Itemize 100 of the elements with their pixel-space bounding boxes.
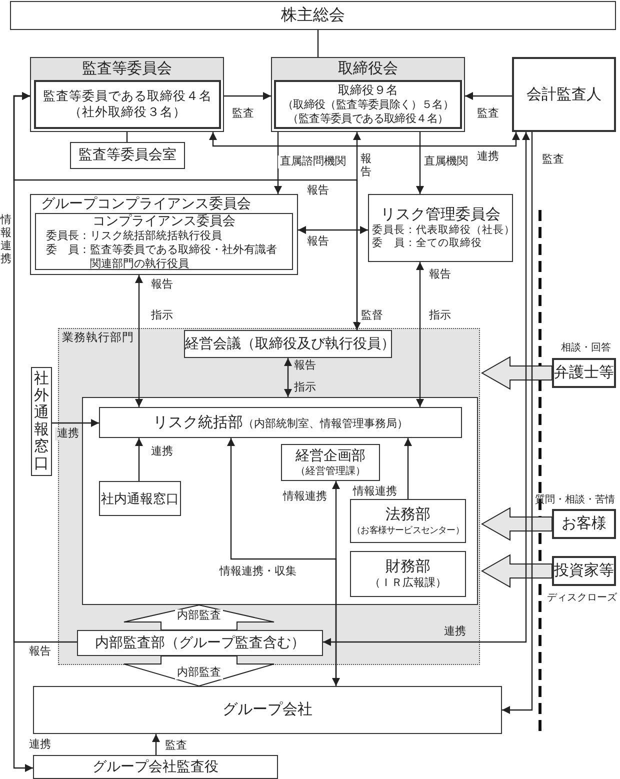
org-box <box>31 367 52 476</box>
edge-label: 監査 <box>475 108 501 120</box>
box-title: 社内通報窓口 <box>100 490 180 506</box>
edge-label: 連携 <box>442 626 468 638</box>
edge-label: 監督 <box>359 310 385 322</box>
department-box <box>82 397 478 605</box>
arrow <box>135 275 143 407</box>
edge-label: 内部監査 <box>175 610 223 622</box>
org-box <box>34 80 221 129</box>
arrow <box>284 358 292 397</box>
arrow <box>416 132 424 194</box>
arrow <box>465 92 512 100</box>
org-box <box>184 330 392 358</box>
box-text: 関連部門の執行役員 <box>89 256 190 270</box>
org-box <box>368 194 513 262</box>
panel-heading: 監査等委員会 <box>31 58 223 80</box>
edge-label: 直属諮問機関 <box>278 156 348 168</box>
box-title: リスク管理委員会 <box>380 206 502 224</box>
org-box <box>33 755 278 779</box>
box-text: 委 員：監査等委員である取締役・社外有識者 <box>45 242 278 256</box>
arrow <box>298 226 368 234</box>
edge-label: 報告 <box>305 184 331 198</box>
block-arrow <box>481 554 552 588</box>
box-title: 株主総会 <box>280 6 346 25</box>
box-text: （経営管理課） <box>294 464 366 478</box>
org-box <box>35 213 293 270</box>
edge-label: 報告 <box>27 646 53 658</box>
edge-label: 連携 <box>55 428 81 440</box>
arrow <box>13 92 33 772</box>
edge-label: 情報連携 <box>351 486 399 498</box>
org-box <box>512 57 616 132</box>
committee-panel <box>30 57 224 132</box>
side-caption: 質問・相談・苦情 <box>534 494 616 506</box>
arrow <box>323 132 530 646</box>
arrow <box>274 132 282 194</box>
arrow <box>416 262 424 407</box>
org-box <box>552 556 616 586</box>
box-title: グループ会社 <box>222 701 314 719</box>
box-text: （お客様サービスセンター） <box>351 524 465 536</box>
org-box <box>10 1 616 30</box>
box-title: 監査等委員である取締役４名 <box>42 89 213 104</box>
arrow <box>332 481 340 686</box>
arrow <box>52 419 99 427</box>
box-title: 社外通報窓口 <box>34 370 50 472</box>
edge-label: 指示 <box>149 310 175 322</box>
org-box <box>552 509 616 539</box>
panel-heading: 取締役会 <box>272 58 464 80</box>
edge-label: 情報連携・収集 <box>218 566 298 578</box>
side-caption: 相談・回答 <box>560 342 612 354</box>
edge-label: 連携 <box>475 150 501 164</box>
org-box <box>70 142 185 169</box>
box-title: 投資家等 <box>554 562 614 580</box>
org-box <box>77 630 323 656</box>
block-arrow <box>481 507 552 541</box>
edge-label: 監査 <box>230 108 256 120</box>
box-text: （監査等委員である取締役４名） <box>286 112 450 126</box>
box-text: 委員長：代表取締役（社長） <box>371 224 512 237</box>
box-text: （社外取締役３名） <box>68 104 187 120</box>
org-box <box>274 80 462 129</box>
box-title: 法務部 <box>384 506 432 524</box>
org-box <box>281 444 380 481</box>
org-box <box>33 686 502 734</box>
arrow <box>152 734 160 755</box>
org-box <box>552 358 616 388</box>
box-title: グループ会社監査役 <box>92 758 220 776</box>
committee-panel <box>271 57 465 132</box>
box-text: 委員長：リスク統括部統括執行役員 <box>45 228 223 242</box>
box-title: 取締役９名 <box>337 83 399 98</box>
department-region <box>58 328 480 665</box>
text-label: 報告 <box>292 360 318 372</box>
arrow <box>135 438 143 481</box>
box-text: 委 員：全ての取締役 <box>371 237 483 250</box>
arrow <box>404 438 412 499</box>
connector-line <box>317 30 319 57</box>
arrow <box>227 438 337 686</box>
edge-label: 内部監査 <box>175 666 223 680</box>
box-title: リスク統括部（内部統制室、情報管理事務局） <box>153 414 408 432</box>
connector-line <box>126 132 128 142</box>
edge-label: 監査 <box>163 740 189 752</box>
text-label: 報告 <box>149 278 175 292</box>
box-title: 経営会議（取締役及び執行役員） <box>185 336 391 352</box>
box-title: 財務部 <box>384 558 432 576</box>
side-caption: ディスクローズ <box>546 592 618 604</box>
box-title: 会計監査人 <box>526 86 602 104</box>
edge-label: 情報連携 <box>281 490 329 504</box>
edge-label: 直属機関 <box>422 156 470 168</box>
arrow <box>502 132 533 714</box>
text-label: 連携 <box>27 738 53 752</box>
org-box <box>99 481 181 516</box>
box-title: 経営企画部 <box>294 448 366 464</box>
edge-label: 報告 <box>305 236 331 248</box>
committee-panel <box>30 194 298 275</box>
text-label: 報告 <box>427 268 453 282</box>
box-title: お客様 <box>560 515 608 533</box>
box-text: （ＩＲ広報課） <box>368 576 448 590</box>
box-title: 監査等委員会室 <box>78 147 178 164</box>
block-arrow <box>481 356 552 390</box>
edge-label: 指示 <box>427 310 453 322</box>
region-heading: 業務執行部門 <box>62 331 134 346</box>
arrow <box>224 92 271 100</box>
